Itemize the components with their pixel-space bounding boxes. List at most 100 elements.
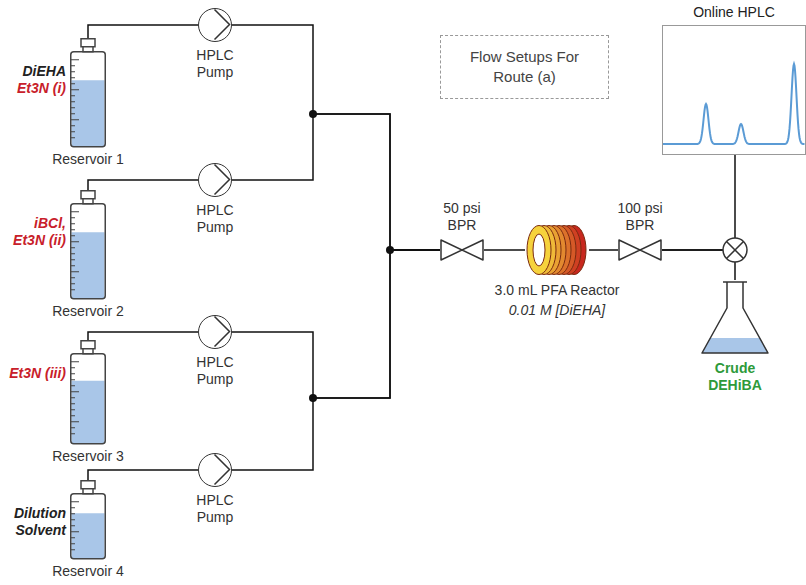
- pump-name: HPLC Pump: [188, 354, 242, 388]
- graduation-mark: [71, 367, 75, 368]
- graduation-mark: [71, 385, 75, 386]
- reactor-name: 3.0 mL PFA Reactor: [495, 282, 620, 299]
- res-node: Dilution SolventReservoir 4: [70, 480, 106, 560]
- bottle-cap: [81, 191, 95, 199]
- solution-level: [72, 513, 105, 559]
- graduation-mark: [71, 247, 75, 248]
- coil-bore: [533, 234, 545, 266]
- dash-node: Flow Setups For Route (a): [440, 35, 609, 99]
- graduation-mark: [71, 361, 79, 362]
- reservoir-bottle: [70, 480, 106, 560]
- flow-line: [232, 250, 440, 470]
- graduation-mark: [71, 415, 75, 416]
- pump-label: HPLC Pump: [188, 492, 242, 526]
- graduation-mark: [71, 217, 75, 218]
- reservoir-name: Reservoir 4: [52, 563, 124, 580]
- hplc-label: Online HPLC: [693, 4, 775, 21]
- pump-chevron: [215, 165, 230, 195]
- reagent-name: Dilution Solvent: [4, 505, 66, 539]
- graduation-mark: [71, 379, 75, 380]
- solution-level: [72, 381, 105, 444]
- graduation-mark: [71, 137, 75, 138]
- reservoir-bottle: [70, 190, 106, 300]
- res-node: DiEHAEt3N (i)Reservoir 1: [70, 38, 106, 148]
- pump-node: HPLC Pump: [198, 163, 232, 197]
- reservoir-name: Reservoir 1: [52, 151, 124, 168]
- graduation-mark: [71, 131, 75, 132]
- hplc-node: Online HPLC: [662, 25, 806, 155]
- reservoir-label: Reservoir 4: [52, 563, 124, 580]
- graduation-mark: [71, 271, 79, 272]
- graduation-mark: [71, 501, 79, 502]
- graduation-mark: [71, 253, 75, 254]
- reagent-label: iBCl, Et3N (ii): [4, 215, 66, 249]
- reservoir-label: Reservoir 1: [52, 151, 124, 168]
- pump-symbol: [199, 316, 230, 347]
- graduation-mark: [71, 119, 79, 120]
- reservoir-name: Reservoir 3: [52, 448, 124, 465]
- solution-level: [72, 232, 105, 299]
- flow-line: [88, 470, 198, 480]
- graduation-mark: [71, 101, 75, 102]
- setup-note: Flow Setups For Route (a): [449, 47, 600, 87]
- graduation-mark: [71, 241, 79, 242]
- graduation-mark: [71, 211, 79, 212]
- flask-rim: [723, 281, 747, 283]
- graduation-mark: [71, 71, 75, 72]
- flask-node: Crude DEHiBA: [700, 280, 770, 355]
- graduation-mark: [71, 77, 75, 78]
- bpr-label: 50 psi BPR: [432, 200, 492, 234]
- chromatogram: [663, 26, 805, 154]
- pump-name: HPLC Pump: [188, 202, 242, 236]
- reservoir-label: Reservoir 2: [52, 303, 124, 320]
- graduation-mark: [71, 223, 75, 224]
- graduation-mark: [71, 259, 75, 260]
- pump-symbol: [199, 454, 230, 485]
- pump-chevron: [215, 317, 230, 347]
- bpr-symbol: [440, 239, 484, 261]
- res-node: iBCl, Et3N (ii)Reservoir 2: [70, 190, 106, 300]
- graduation-mark: [71, 403, 75, 404]
- bpr-bowtie: [441, 240, 483, 260]
- collection-flask: [700, 280, 770, 355]
- product-name: Crude DEHiBA: [695, 360, 775, 394]
- selector-valve: [723, 238, 747, 262]
- flask-outline: [702, 282, 768, 353]
- junction-dot: [309, 394, 317, 402]
- graduation-mark: [71, 507, 75, 508]
- graduation-mark: [71, 525, 75, 526]
- flow-line: [88, 25, 198, 38]
- pump-label: HPLC Pump: [188, 47, 242, 81]
- junction-dot: [386, 246, 394, 254]
- graduation-mark: [71, 537, 75, 538]
- reagent-name: DiEHA: [4, 63, 66, 80]
- graduation-mark: [71, 59, 79, 60]
- pump-name: HPLC Pump: [188, 47, 242, 81]
- reactor-label: 3.0 mL PFA Reactor0.01 M [DiEHA]: [495, 282, 620, 319]
- reservoir-bottle: [70, 340, 106, 445]
- reagent-label: Et3N (iii): [4, 365, 66, 382]
- graduation-mark: [71, 543, 75, 544]
- graduation-mark: [71, 83, 75, 84]
- graduation-mark: [71, 519, 75, 520]
- graduation-mark: [71, 391, 79, 392]
- bpr-bowtie: [619, 240, 661, 260]
- pump-symbol: [199, 164, 230, 195]
- reactor-node: 3.0 mL PFA Reactor0.01 M [DiEHA]: [525, 224, 589, 276]
- graduation-mark: [71, 277, 75, 278]
- graduation-mark: [71, 289, 75, 290]
- bpr-name: 100 psi BPR: [610, 200, 670, 234]
- solution-level: [72, 80, 105, 147]
- graduation-mark: [71, 531, 79, 532]
- bpr-label: 100 psi BPR: [610, 200, 670, 234]
- flow-line: [232, 25, 440, 250]
- chromatogram-trace: [663, 64, 805, 144]
- junction-dot: [309, 110, 317, 118]
- product-label: Crude DEHiBA: [695, 360, 775, 394]
- flow-line: [232, 250, 440, 398]
- res-node: Et3N (iii)Reservoir 3: [70, 340, 106, 445]
- graduation-mark: [71, 397, 75, 398]
- bottle-body: [71, 494, 106, 559]
- valve-cross: [727, 242, 744, 259]
